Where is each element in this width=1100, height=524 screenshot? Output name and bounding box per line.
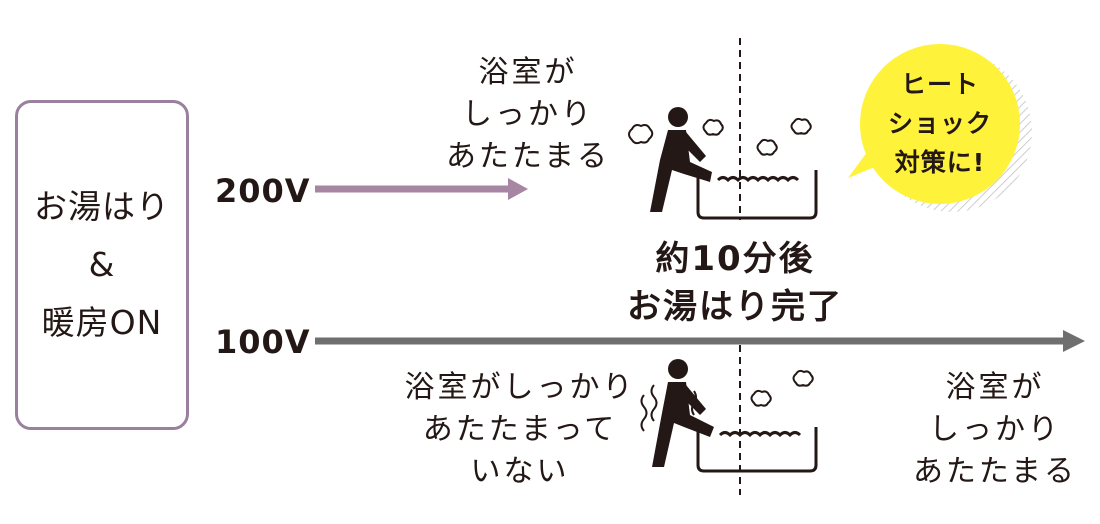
- note-200v-line-3: あたたまる: [445, 139, 611, 174]
- label-200v: 200V: [215, 172, 311, 210]
- callout-line-2: ショック: [887, 109, 992, 138]
- callout-text: ヒート ショック 対策に!: [860, 65, 1020, 182]
- arrow-100v-head: [1063, 330, 1085, 352]
- steam-puff-icon: [628, 117, 812, 156]
- callout-burst: [848, 44, 1032, 212]
- note-100v-left-line-2: あたたまって: [422, 412, 618, 447]
- note-100v-right-line-3: あたたまる: [912, 454, 1078, 489]
- start-line-3: 暖房ON: [41, 303, 163, 342]
- callout-line-3: 対策に!: [894, 148, 986, 177]
- milestone-text: 約10分後 お湯はり完了: [610, 235, 860, 331]
- bathtub-icon: [696, 170, 818, 220]
- callout-line-1: ヒート: [900, 70, 979, 99]
- note-200v: 浴室が しっかり あたたまる: [428, 52, 628, 178]
- note-100v-left: 浴室がしっかり あたたまって いない: [395, 367, 645, 493]
- note-100v-right-line-2: しっかり: [929, 412, 1061, 447]
- callout-circle: [860, 44, 1020, 204]
- note-100v-right: 浴室が しっかり あたたまる: [900, 367, 1090, 493]
- bathtub-icon: [696, 427, 818, 473]
- label-100v: 100V: [215, 323, 311, 361]
- note-100v-left-line-3: いない: [470, 454, 570, 489]
- callout-tail: [848, 148, 882, 178]
- arrow-200v-head: [508, 178, 528, 200]
- note-100v-left-line-1: 浴室がしっかり: [404, 370, 636, 405]
- note-200v-line-2: しっかり: [462, 97, 594, 132]
- start-line-1: お湯はり: [34, 187, 170, 226]
- start-condition-box: お湯はり & 暖房ON: [15, 100, 189, 430]
- cold-bath-illustration: [640, 359, 818, 473]
- note-200v-line-1: 浴室が: [478, 55, 578, 90]
- milestone-line-2: お湯はり完了: [627, 287, 843, 327]
- start-line-2: &: [88, 245, 116, 284]
- steam-puff-icon: [750, 369, 814, 407]
- warm-bath-illustration: [628, 107, 818, 220]
- person-icon: [650, 107, 712, 212]
- note-100v-right-line-1: 浴室が: [945, 370, 1045, 405]
- milestone-line-1: 約10分後: [655, 239, 815, 279]
- person-icon: [652, 359, 714, 467]
